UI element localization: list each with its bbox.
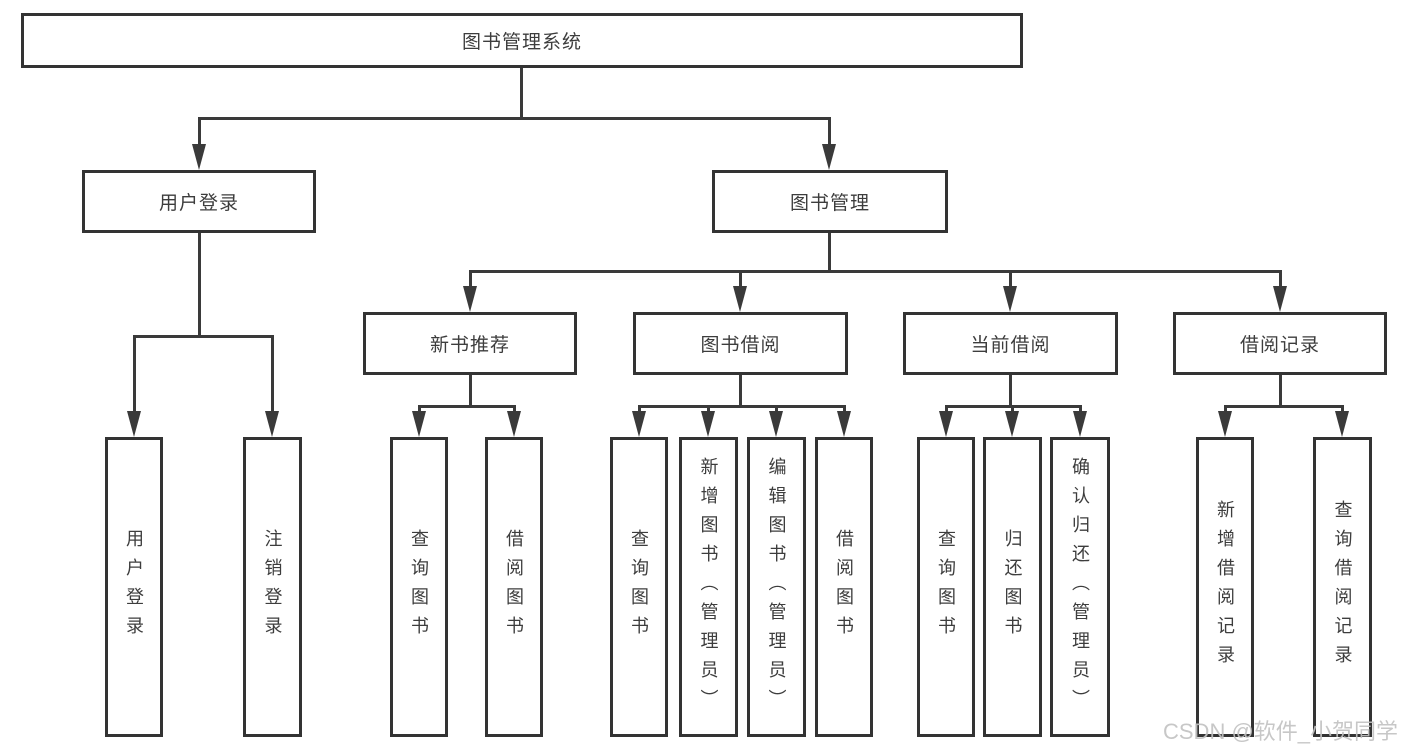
arrowhead-down [701, 411, 715, 437]
connector-line [271, 335, 274, 415]
node-borrow-records: 借阅记录 [1173, 312, 1387, 375]
connector-line [1224, 405, 1227, 415]
leaf-query-books-current: 查询图书 [917, 437, 975, 737]
leaf-query-books-borrowing-label: 查询图书 [629, 529, 649, 645]
leaf-return-book-label: 归还图书 [1002, 529, 1023, 645]
arrowhead-down [1073, 411, 1087, 437]
leaf-borrow-books-recommend: 借阅图书 [485, 437, 543, 737]
node-user-login: 用户登录 [82, 170, 316, 233]
connector-line [945, 405, 948, 415]
connector-line [828, 233, 831, 272]
leaf-query-borrow-record-label: 查询借阅记录 [1332, 500, 1353, 674]
arrowhead-down [507, 411, 521, 437]
connector-line [520, 68, 523, 118]
arrowhead-down [1273, 286, 1287, 312]
connector-line [133, 335, 274, 338]
csdn-watermark: CSDN @软件_小贺同学 [1163, 719, 1399, 744]
connector-line [638, 405, 641, 415]
leaf-confirm-return-admin: 确认归还（管理员） [1050, 437, 1110, 737]
node-current-borrowing-label: 当前借阅 [970, 335, 1051, 356]
arrowhead-down [769, 411, 783, 437]
connector-line [843, 405, 846, 415]
connector-line [513, 405, 516, 415]
leaf-add-book-admin-label: 新增图书（管理员） [698, 456, 719, 718]
leaf-add-borrow-record-label: 新增借阅记录 [1215, 500, 1235, 674]
arrowhead-down [939, 411, 953, 437]
leaf-confirm-return-admin-label: 确认归还（管理员） [1070, 456, 1090, 718]
arrowhead-down [1335, 411, 1349, 437]
node-book-borrowing: 图书借阅 [633, 312, 848, 375]
connector-line [775, 405, 778, 415]
node-new-book-recommend-label: 新书推荐 [429, 335, 510, 356]
arrowhead-down [1218, 411, 1232, 437]
connector-line [1009, 375, 1012, 407]
node-root-label: 图书管理系统 [461, 32, 582, 53]
leaf-borrow-books: 借阅图书 [815, 437, 873, 737]
arrowhead-down [837, 411, 851, 437]
connector-line [1279, 375, 1282, 407]
node-user-login-label: 用户登录 [158, 193, 239, 214]
connector-line [1009, 270, 1012, 290]
node-book-borrowing-label: 图书借阅 [700, 335, 781, 356]
arrowhead-down [265, 411, 279, 437]
leaf-query-books-recommend: 查询图书 [390, 437, 448, 737]
leaf-query-borrow-record: 查询借阅记录 [1313, 437, 1372, 737]
node-new-book-recommend: 新书推荐 [363, 312, 577, 375]
arrowhead-down [1003, 286, 1017, 312]
leaf-borrow-books-recommend-label: 借阅图书 [504, 529, 524, 645]
connector-line [707, 405, 710, 415]
connector-line [1079, 405, 1082, 415]
leaf-edit-book-admin-label: 编辑图书（管理员） [766, 456, 787, 718]
leaf-add-book-admin: 新增图书（管理员） [679, 437, 738, 737]
arrowhead-down [412, 411, 426, 437]
connector-line [1224, 405, 1344, 408]
connector-line [198, 117, 831, 120]
arrowhead-down [192, 144, 206, 170]
connector-line [739, 375, 742, 407]
leaf-edit-book-admin: 编辑图书（管理员） [747, 437, 806, 737]
connector-line [1279, 270, 1282, 290]
arrowhead-down [127, 411, 141, 437]
connector-line [638, 405, 845, 408]
leaf-user-login-label: 用户登录 [124, 529, 144, 645]
arrowhead-down [632, 411, 646, 437]
leaf-return-book: 归还图书 [983, 437, 1042, 737]
connector-line [198, 233, 201, 337]
node-book-management: 图书管理 [712, 170, 948, 233]
node-book-management-label: 图书管理 [789, 193, 870, 214]
leaf-logout-label: 注销登录 [262, 529, 283, 645]
leaf-add-borrow-record: 新增借阅记录 [1196, 437, 1254, 737]
connector-line [739, 270, 742, 290]
leaf-query-books-recommend-label: 查询图书 [409, 529, 429, 645]
leaf-logout: 注销登录 [243, 437, 302, 737]
arrowhead-down [463, 286, 477, 312]
leaf-user-login: 用户登录 [105, 437, 163, 737]
arrowhead-down [822, 144, 836, 170]
leaf-borrow-books-label: 借阅图书 [834, 529, 854, 645]
connector-line [469, 270, 1281, 273]
node-borrow-records-label: 借阅记录 [1239, 335, 1320, 356]
node-root: 图书管理系统 [21, 13, 1023, 68]
leaf-query-books-borrowing: 查询图书 [610, 437, 668, 737]
leaf-query-books-current-label: 查询图书 [936, 529, 956, 645]
arrowhead-down [1005, 411, 1019, 437]
node-current-borrowing: 当前借阅 [903, 312, 1118, 375]
connector-line [133, 335, 136, 415]
connector-line [1011, 405, 1014, 415]
connector-line [469, 270, 472, 290]
connector-line [418, 405, 515, 408]
connector-line [828, 117, 831, 147]
connector-line [418, 405, 421, 415]
connector-line [198, 117, 201, 147]
connector-line [1341, 405, 1344, 415]
arrowhead-down [733, 286, 747, 312]
connector-line [469, 375, 472, 407]
